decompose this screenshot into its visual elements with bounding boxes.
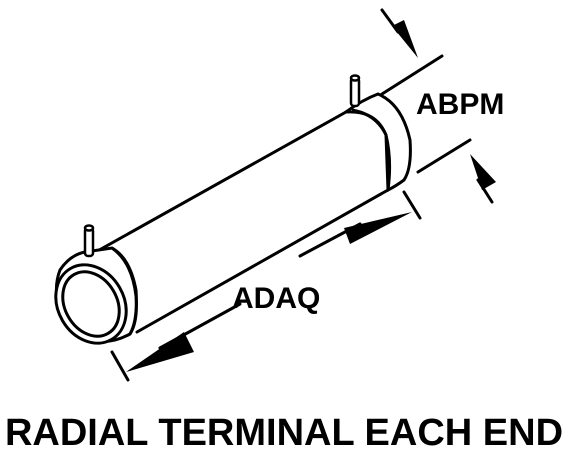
diameter-dimension xyxy=(380,8,496,204)
radial-terminal-pin-left xyxy=(83,224,95,258)
length-label: ADAQ xyxy=(232,282,320,315)
length-dimension xyxy=(110,190,422,382)
left-end-opening xyxy=(54,263,128,345)
cylinder-body xyxy=(83,110,390,334)
radial-terminal-pin-right xyxy=(349,74,361,108)
arrow-head-right xyxy=(344,212,412,244)
diameter-label: ABPM xyxy=(416,88,504,121)
arrow-head-left xyxy=(126,332,194,372)
caption: RADIAL TERMINAL EACH END xyxy=(5,412,563,454)
extension-line-bottom xyxy=(416,138,472,174)
extension-line-top xyxy=(380,54,444,96)
arrow-head-bottom xyxy=(470,154,496,190)
right-end-cap xyxy=(341,92,412,193)
extension-line-left xyxy=(110,350,130,382)
arrow-head-top xyxy=(392,20,418,58)
extension-line-right xyxy=(402,190,422,220)
